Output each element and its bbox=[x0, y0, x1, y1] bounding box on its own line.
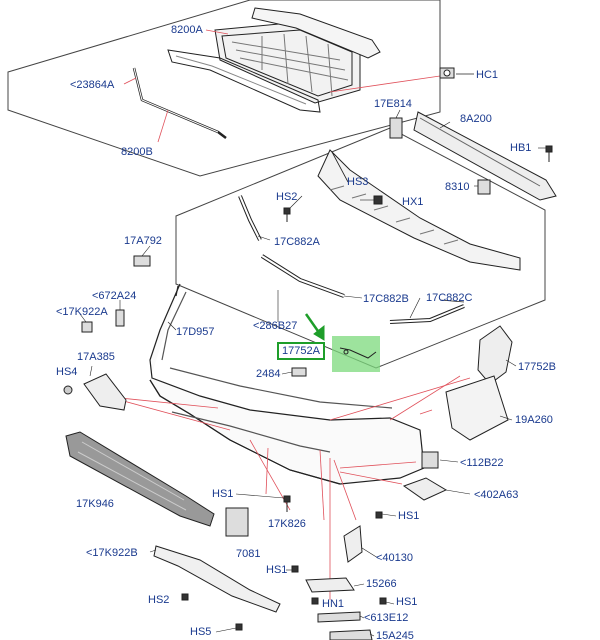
label-17d957: 17D957 bbox=[176, 326, 215, 338]
label-hs5: HS5 bbox=[190, 626, 212, 638]
label-hs2-lower: HS2 bbox=[148, 594, 170, 606]
label-hs3: HS3 bbox=[347, 176, 369, 188]
label-17752b: 17752B bbox=[518, 361, 556, 373]
hc1-clip bbox=[439, 67, 455, 79]
label-40130: <40130 bbox=[376, 552, 414, 564]
hs1-screw-d bbox=[379, 597, 387, 605]
hx1-clip bbox=[373, 195, 383, 205]
label-15266: 15266 bbox=[366, 578, 397, 590]
bracket-17752b bbox=[477, 325, 513, 385]
grille-leader-lines bbox=[123, 29, 441, 143]
label-17e814: 17E814 bbox=[374, 98, 412, 110]
hn1-nut bbox=[311, 597, 319, 605]
label-17c882c: 17C882C bbox=[426, 292, 473, 304]
label-17k946: 17K946 bbox=[76, 498, 114, 510]
label-613e12: <613E12 bbox=[364, 612, 409, 624]
hs5-screw bbox=[235, 623, 243, 631]
hs1-screw-a bbox=[283, 495, 291, 512]
callout-lines bbox=[79, 109, 546, 637]
part-2484 bbox=[291, 367, 307, 377]
part-15a245 bbox=[329, 629, 373, 640]
part-112b22 bbox=[421, 451, 439, 469]
label-286b27: <286B27 bbox=[253, 320, 298, 332]
hs2-screw-upper bbox=[283, 207, 291, 222]
label-17c882b: 17C882B bbox=[363, 293, 409, 305]
label-8a200: 8A200 bbox=[460, 113, 492, 125]
bumper-leader-lines bbox=[119, 375, 471, 600]
label-7081: 7081 bbox=[236, 548, 261, 560]
label-17a385: 17A385 bbox=[77, 351, 115, 363]
label-402a63: <402A63 bbox=[474, 489, 519, 501]
plate-17a385 bbox=[83, 373, 127, 411]
part-613e12 bbox=[317, 611, 361, 623]
hs3-leader bbox=[331, 151, 349, 183]
label-hs4: HS4 bbox=[56, 366, 78, 378]
label-17k922a: <17K922A bbox=[56, 306, 108, 318]
part-402a63 bbox=[402, 477, 448, 501]
label-17c882a: 17C882A bbox=[274, 236, 320, 248]
label-hs2-upper: HS2 bbox=[276, 191, 298, 203]
energy-absorber-part bbox=[317, 149, 521, 271]
label-8310: 8310 bbox=[445, 181, 470, 193]
part-672a24 bbox=[115, 309, 125, 327]
label-15a245: 15A245 bbox=[376, 630, 414, 640]
label-hx1: HX1 bbox=[402, 196, 424, 208]
part-15266 bbox=[305, 577, 355, 593]
grille-moulding-part bbox=[132, 67, 227, 139]
sensor-bracket-17752a bbox=[339, 347, 377, 359]
hs4-fastener bbox=[63, 385, 73, 395]
label-17k922b: <17K922B bbox=[86, 547, 138, 559]
part-40130 bbox=[343, 525, 363, 563]
clip-17k922a bbox=[81, 321, 93, 333]
label-hn1: HN1 bbox=[322, 598, 345, 610]
grille-panel-frame bbox=[7, 0, 441, 177]
green-pointer-arrow bbox=[304, 313, 325, 341]
label-17a792: 17A792 bbox=[124, 235, 162, 247]
hb1-bolt bbox=[545, 145, 553, 162]
label-hs1-c: HS1 bbox=[266, 564, 288, 576]
hs2-screw-lower bbox=[181, 593, 189, 601]
label-hs1-d: HS1 bbox=[396, 596, 418, 608]
label-2484: 2484 bbox=[256, 368, 281, 380]
lower-grille-17k946 bbox=[65, 431, 215, 527]
label-8200a: 8200A bbox=[171, 24, 203, 36]
reinforcement-beam-8a200 bbox=[413, 111, 557, 201]
hs1-screw-b bbox=[375, 511, 383, 519]
bracket-17e814 bbox=[389, 117, 403, 139]
label-23864a: <23864A bbox=[70, 79, 115, 91]
upper-grille-strip bbox=[251, 7, 381, 59]
label-hc1: HC1 bbox=[476, 69, 499, 81]
lower-spoiler-part bbox=[153, 545, 281, 613]
strip-17c882b bbox=[260, 254, 345, 298]
bracket-17a792 bbox=[133, 255, 151, 267]
label-17752a: 17752A bbox=[277, 342, 325, 360]
panel-19a260 bbox=[445, 375, 509, 441]
part-7081 bbox=[225, 507, 249, 537]
label-hb1: HB1 bbox=[510, 142, 532, 154]
label-17k826: 17K826 bbox=[268, 518, 306, 530]
grille-moulding-inner bbox=[133, 67, 219, 133]
label-hs1-a: HS1 bbox=[212, 488, 234, 500]
label-672a24: <672A24 bbox=[92, 290, 137, 302]
label-8200b: 8200B bbox=[121, 146, 153, 158]
label-hs1-b: HS1 bbox=[398, 510, 420, 522]
bracket-8310 bbox=[477, 179, 491, 195]
hs1-screw-c bbox=[291, 565, 299, 573]
label-19a260: 19A260 bbox=[515, 414, 553, 426]
label-112b22: <112B22 bbox=[460, 457, 504, 469]
grille-surround-part bbox=[167, 49, 321, 113]
bumper-cover-part bbox=[149, 283, 425, 485]
highlight-area bbox=[332, 336, 380, 372]
